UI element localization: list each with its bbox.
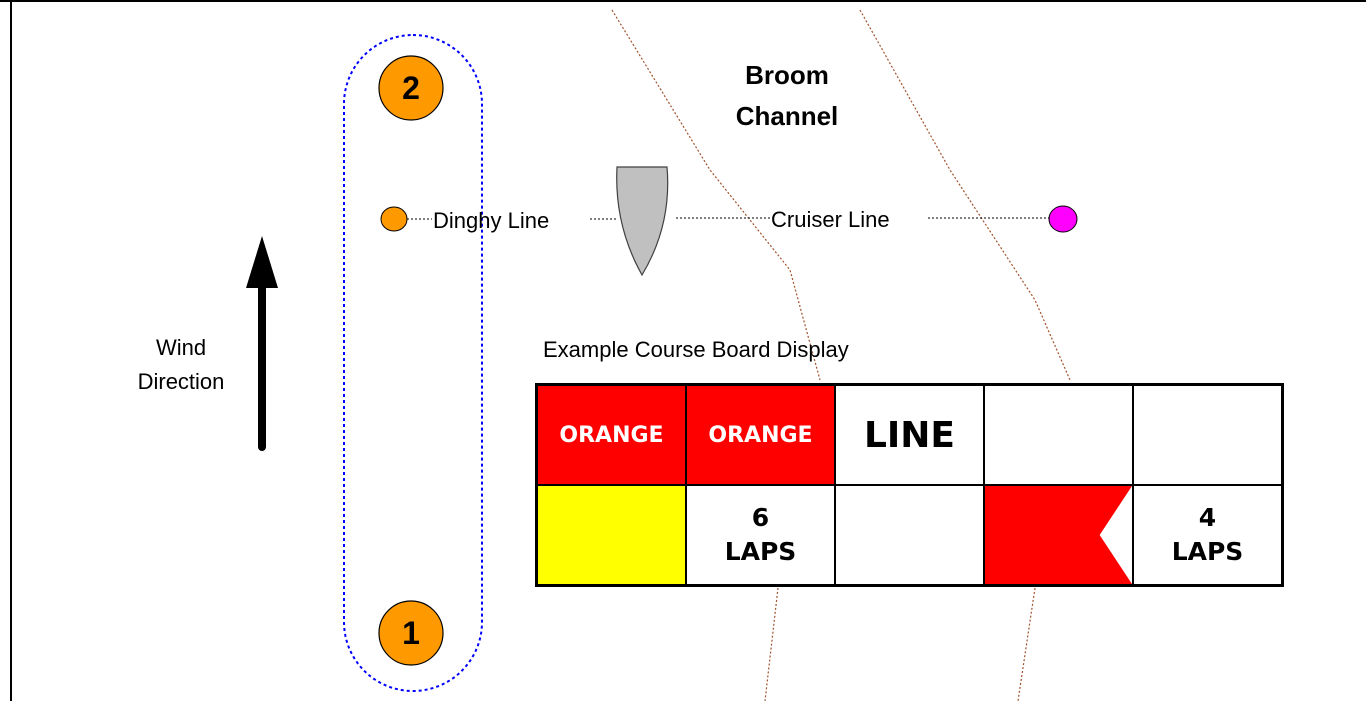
board-cell-r1c4: [983, 383, 1134, 486]
dinghy-line-label: Dinghy Line: [433, 208, 549, 233]
laps-label: LAPS: [1171, 537, 1244, 566]
board-cell-r2c5: 4 LAPS: [1132, 484, 1284, 587]
laps-number: 4: [1198, 503, 1217, 532]
board-cell-r2c3: [834, 484, 985, 587]
dinghy-line-pin-mark: [380, 206, 408, 232]
board-cell-r1c3: LINE: [834, 383, 985, 486]
channel-title-line2: Channel: [736, 101, 839, 131]
channel-line-west-lower: [764, 587, 779, 701]
course-board-row-2: 6 LAPS 4 LAPS: [535, 484, 1284, 587]
channel-line-west-upper: [611, 9, 821, 381]
board-cell-r1c1: ORANGE: [535, 383, 687, 486]
swallowtail-flag-icon: [985, 486, 1132, 584]
committee-boat-icon: [616, 166, 669, 277]
board-cell-r2c1-yellow-flag: [535, 484, 687, 587]
board-cell-text: ORANGE: [708, 422, 813, 448]
cruiser-line-label: Cruiser Line: [771, 207, 890, 232]
course-board: ORANGE ORANGE LINE 6 LAPS 4 LAPS: [535, 383, 1284, 587]
wind-arrow-head-icon: [246, 236, 278, 288]
laps-number: 6: [751, 503, 770, 532]
channel-title-line1: Broom: [745, 60, 829, 90]
mark-1: [378, 600, 444, 666]
board-cell-text: ORANGE: [559, 422, 664, 448]
wind-label-line1: Wind: [156, 335, 206, 360]
channel-line-east-upper: [859, 9, 1071, 381]
dinghy-course-zone: [343, 34, 483, 692]
mark-2: [378, 55, 444, 121]
course-board-caption: Example Course Board Display: [543, 337, 849, 362]
wind-label-line2: Direction: [138, 369, 225, 394]
mark-1-label: 1: [402, 615, 420, 651]
board-cell-r2c2: 6 LAPS: [685, 484, 836, 587]
board-cell-text: LINE: [863, 414, 956, 456]
mark-2-label: 2: [402, 70, 420, 106]
board-cell-r1c2: ORANGE: [685, 383, 836, 486]
board-cell-r2c4-red-pennant: [983, 484, 1134, 587]
laps-label: LAPS: [724, 537, 797, 566]
cruiser-line-pin-mark: [1048, 205, 1078, 233]
course-board-row-1: ORANGE ORANGE LINE: [535, 383, 1284, 486]
board-cell-r1c5: [1132, 383, 1284, 486]
channel-line-east-lower: [1017, 587, 1036, 701]
